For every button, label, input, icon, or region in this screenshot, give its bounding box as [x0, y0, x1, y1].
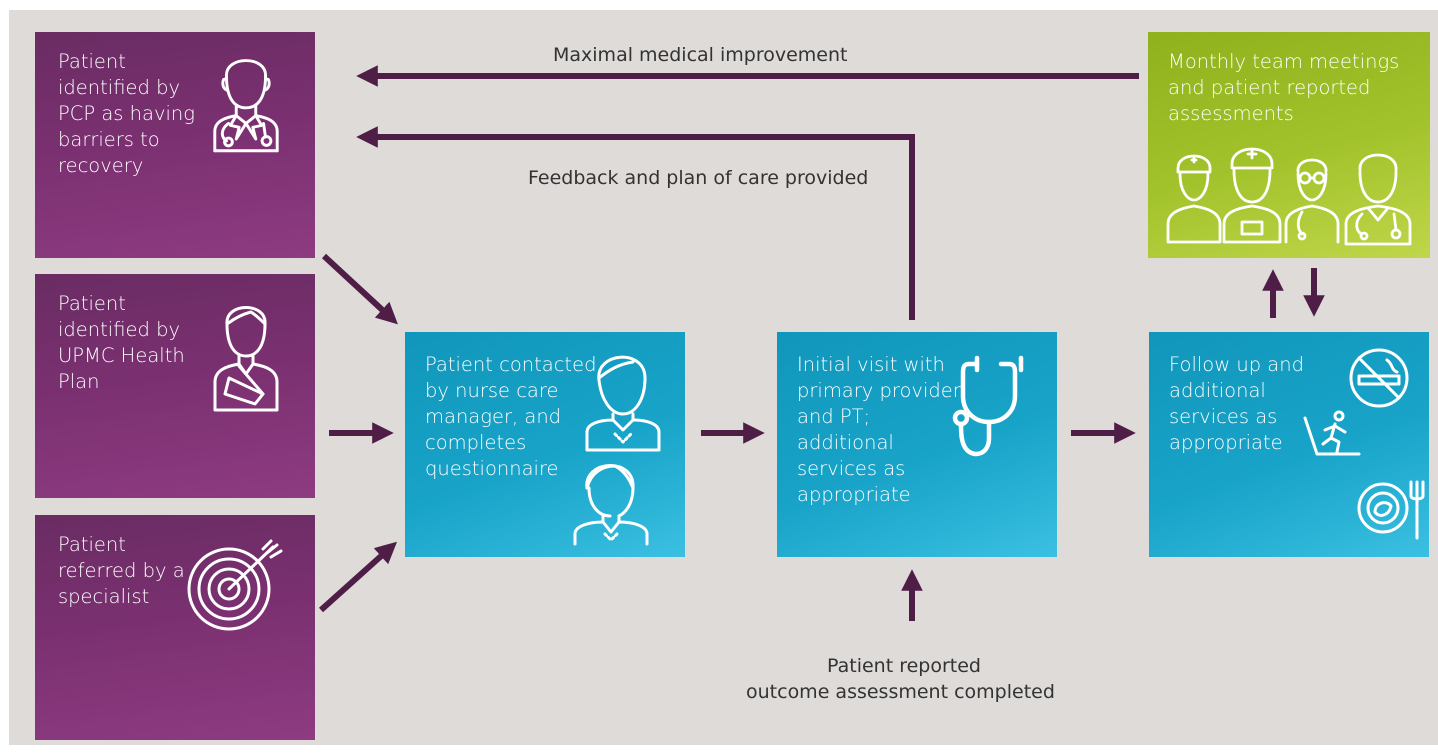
- pcp-referral-text: Patient identified by PCP as having barr…: [58, 50, 195, 177]
- arrow-pcp-to-nurse: [321, 253, 398, 325]
- team-meetings-box: Monthly team meetings and patient report…: [1148, 32, 1430, 258]
- feedback-label: Feedback and plan of care provided: [528, 167, 869, 189]
- nurse-care-manager-icon: [563, 338, 673, 548]
- initial-visit-box: Initial visit with primary provider and …: [777, 332, 1057, 557]
- initial-visit-text: Initial visit with primary provider and …: [797, 353, 961, 506]
- stethoscope-icon: [949, 350, 1044, 470]
- injured-patient-icon: [211, 294, 281, 414]
- pcp-referral-box: Patient identified by PCP as having barr…: [35, 32, 315, 258]
- connectors-layer: [318, 65, 1325, 621]
- nurse-care-manager-text: Patient contacted by nurse care manager,…: [425, 353, 597, 480]
- nutrition-icon: [1355, 472, 1427, 544]
- maximal-improvement-label: Maximal medical improvement: [553, 44, 848, 66]
- nurse-care-manager-box: Patient contacted by nurse care manager,…: [405, 332, 685, 557]
- specialist-referral-text: Patient referred by a specialist: [58, 533, 185, 608]
- follow-up-text: Follow up and additional services as app…: [1169, 353, 1304, 454]
- health-plan-referral-box: Patient identified by UPMC Health Plan: [35, 274, 315, 498]
- no-smoking-icon: [1347, 346, 1411, 410]
- outcome-label-line2: outcome assessment completed: [746, 681, 1055, 703]
- care-team-icon: [1166, 142, 1418, 250]
- arrow-feedback-plan: [356, 126, 915, 320]
- care-pathway-diagram: Maximal medical improvement Feedback and…: [9, 10, 1438, 745]
- target-icon: [183, 537, 288, 637]
- arrow-specialist-to-nurse: [318, 541, 398, 613]
- specialist-referral-box: Patient referred by a specialist: [35, 515, 315, 740]
- doctor-icon: [207, 46, 285, 156]
- health-plan-referral-text: Patient identified by UPMC Health Plan: [58, 292, 185, 393]
- follow-up-box: Follow up and additional services as app…: [1149, 332, 1429, 557]
- team-meetings-text: Monthly team meetings and patient report…: [1168, 50, 1400, 125]
- outcome-label-line1: Patient reported: [827, 655, 981, 677]
- treadmill-icon: [1301, 410, 1363, 470]
